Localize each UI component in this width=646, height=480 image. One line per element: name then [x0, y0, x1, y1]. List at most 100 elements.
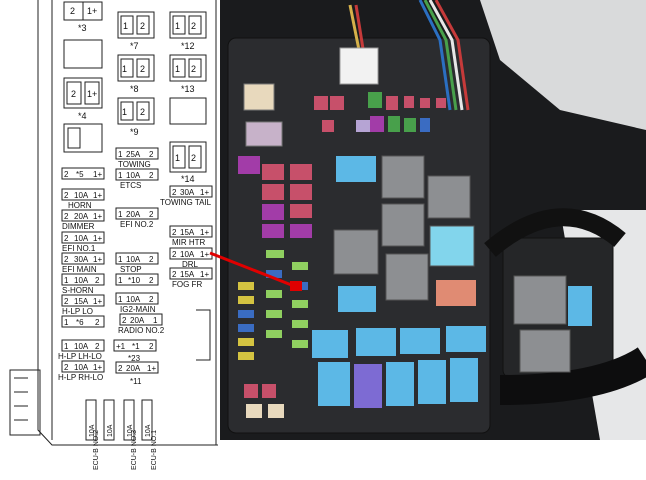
fuse-efi-no2: 1 20A 2 EFI NO.2	[115, 207, 159, 229]
fuse-radio-no2: 2 20A 1 RADIO NO.2	[118, 313, 165, 335]
svg-text:30A: 30A	[180, 188, 195, 197]
fuse-row-6: 1 *6 2	[61, 315, 105, 328]
fuse-layout-diagram	[9, 0, 218, 446]
svg-text:2: 2	[149, 150, 154, 159]
svg-text:1: 1	[118, 255, 123, 264]
fuse-column-right: 2 30A 1+ TOWING TAIL 2 15A 1+ MIR HTR 2 …	[160, 185, 213, 289]
relay-mark-4: *4	[78, 111, 87, 121]
bottom-vertical-fuses: 10A ECU-B NO.2 10A 10A ECU-B NO.3 10A EC…	[85, 399, 158, 470]
svg-text:1+: 1+	[200, 250, 209, 259]
cell-13: 1 2	[169, 54, 207, 82]
relay-mark-3: *3	[78, 23, 87, 33]
svg-text:10A: 10A	[107, 424, 114, 437]
svg-text:2: 2	[191, 153, 196, 163]
svg-text:10A: 10A	[74, 191, 89, 200]
svg-text:2: 2	[71, 89, 76, 99]
ecu-b-no1-label: ECU-B NO.1	[151, 430, 158, 470]
svg-text:H-LP LO: H-LP LO	[62, 307, 93, 316]
fuse-etcs: 1 10A 2 ETCS	[115, 168, 159, 190]
svg-text:10A: 10A	[126, 171, 141, 180]
svg-text:*5: *5	[76, 170, 84, 179]
relay-mark-11: *11	[130, 377, 142, 386]
relay-mark-8: *8	[130, 84, 139, 94]
svg-text:HORN: HORN	[68, 201, 92, 210]
svg-text:2: 2	[172, 270, 177, 279]
cell-9: 1 2	[117, 97, 155, 125]
fuse-ig2-main: 1 10A 2 IG2-MAIN	[115, 292, 159, 314]
svg-text:2: 2	[191, 21, 196, 31]
relay-4-block: 2 1+ *4	[63, 39, 103, 153]
svg-text:2: 2	[118, 364, 123, 373]
svg-text:10A: 10A	[74, 234, 89, 243]
svg-text:1+: 1+	[93, 234, 102, 243]
svg-text:EFI NO.2: EFI NO.2	[120, 220, 154, 229]
svg-text:20A: 20A	[130, 316, 145, 325]
fuse-row-10: 1 *10 2	[115, 273, 159, 286]
fuse-towing-tail: 2 30A 1+ TOWING TAIL	[160, 185, 213, 207]
svg-text:1: 1	[123, 21, 128, 31]
svg-text:15A: 15A	[180, 228, 195, 237]
svg-text:1+: 1+	[93, 297, 102, 306]
svg-text:EFI MAIN: EFI MAIN	[62, 265, 97, 274]
svg-text:1+: 1+	[200, 228, 209, 237]
svg-text:EFI NO.1: EFI NO.1	[62, 244, 96, 253]
svg-text:*10: *10	[128, 276, 141, 285]
svg-text:1+: 1+	[93, 212, 102, 221]
svg-text:TOWING: TOWING	[118, 160, 151, 169]
svg-text:1+: 1+	[93, 363, 102, 372]
top-fuse-cells: 2 1+ *3 1 2 *7 1 2 *12 2 1+ *4	[63, 1, 207, 184]
svg-text:10A: 10A	[127, 424, 134, 437]
svg-text:2: 2	[149, 276, 154, 285]
svg-text:1+: 1+	[93, 255, 102, 264]
svg-text:S-HORN: S-HORN	[62, 286, 94, 295]
fuse-column-mid: 1 25A 2 TOWING 1 10A 2 ETCS 1 20A 2 EFI …	[113, 147, 165, 386]
svg-text:H-LP RH-LO: H-LP RH-LO	[58, 373, 103, 382]
svg-text:1+: 1+	[93, 191, 102, 200]
fuse-hlp-rh-lo: 2 10A 1+ H-LP RH-LO	[58, 360, 105, 382]
svg-text:2: 2	[64, 212, 69, 221]
svg-text:1+: 1+	[93, 170, 102, 179]
svg-text:10A: 10A	[126, 295, 141, 304]
fuse-column-left: 2 *5 1+ 2 10A 1+ HORN 2 20A 1+ DIMMER 2 …	[58, 167, 105, 382]
svg-text:20A: 20A	[74, 212, 89, 221]
svg-text:DIMMER: DIMMER	[62, 222, 95, 231]
svg-text:2: 2	[191, 64, 196, 74]
fuse-stop: 1 10A 2 STOP	[115, 252, 159, 274]
svg-text:2: 2	[172, 228, 177, 237]
svg-text:FOG FR: FOG FR	[172, 280, 202, 289]
svg-text:1: 1	[64, 318, 69, 327]
pointer-arrow	[209, 251, 302, 291]
svg-text:2: 2	[140, 107, 145, 117]
svg-text:ETCS: ETCS	[120, 181, 141, 190]
svg-text:1: 1	[118, 150, 123, 159]
fuse-efi-main: 2 30A 1+ EFI MAIN	[61, 252, 105, 274]
ecu-b-no3-label: ECU-B NO.3	[131, 430, 138, 470]
cell-8: 1 2	[117, 54, 155, 82]
fuse-horn: 2 10A 1+ HORN	[61, 188, 105, 210]
svg-text:*1: *1	[132, 342, 140, 351]
relay-mark-9: *9	[130, 127, 139, 137]
svg-text:STOP: STOP	[120, 265, 142, 274]
relay-mark-7: *7	[130, 41, 139, 51]
cell-7: 1 2	[117, 11, 155, 39]
fuse-hlp-lh-lo: 1 10A 2 H-LP LH-LO	[58, 339, 105, 361]
svg-text:1: 1	[122, 64, 127, 74]
fuse-dimmer: 2 20A 1+ DIMMER	[61, 209, 105, 231]
svg-text:10A: 10A	[145, 424, 152, 437]
svg-text:10A: 10A	[180, 250, 195, 259]
svg-text:2: 2	[172, 250, 177, 259]
svg-text:2: 2	[149, 171, 154, 180]
svg-text:2: 2	[64, 170, 69, 179]
fuse-mid-last: 2 20A 1+	[115, 361, 159, 374]
svg-text:RADIO NO.2: RADIO NO.2	[118, 326, 165, 335]
svg-text:1+: 1+	[87, 89, 97, 99]
svg-text:1: 1	[118, 276, 123, 285]
cell-top-a: 2 1+	[63, 1, 103, 21]
svg-text:10A: 10A	[74, 276, 89, 285]
svg-text:1: 1	[118, 210, 123, 219]
fuse-efi-no1: 2 10A 1+ EFI NO.1	[61, 231, 105, 253]
svg-text:20A: 20A	[126, 210, 141, 219]
svg-text:2: 2	[149, 295, 154, 304]
svg-text:H-LP LH-LO: H-LP LH-LO	[58, 352, 102, 361]
